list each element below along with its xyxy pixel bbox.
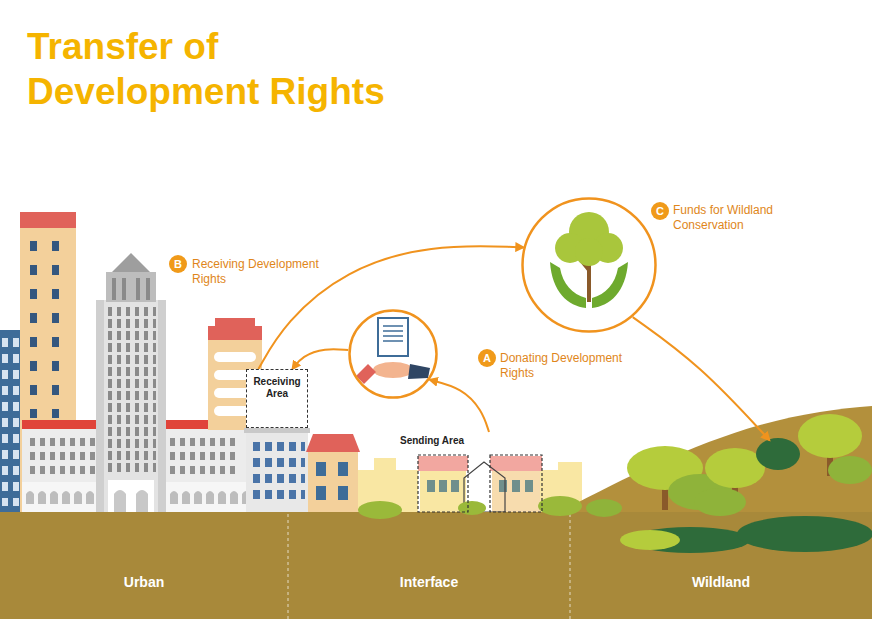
urban-buildings [0,336,20,506]
interface-houses [492,470,540,512]
interface-houses [427,480,435,492]
urban-buildings [112,278,116,300]
wildland-trees [737,516,872,552]
handshake-icon [383,330,403,332]
urban-buildings [114,490,148,512]
urban-buildings [104,300,158,512]
urban-buildings [338,462,348,476]
handshake-circle: ADonating Development Rights [348,309,438,399]
interface-houses [490,456,542,471]
zone-label: Urban [0,573,288,591]
urban-buildings [316,462,326,476]
bushes [458,501,486,515]
tree-hands-icon [550,262,586,308]
urban-buildings [306,434,360,452]
receiving-area-box: Receiving Area [246,369,308,428]
urban-buildings [96,300,166,512]
interface-houses [499,480,507,492]
urban-buildings [308,452,358,512]
zone-band: Urban [0,512,288,619]
urban-buildings [136,278,140,300]
handshake-icon [408,364,430,379]
callout-letter: A [478,349,496,367]
flow-arrow [430,380,489,432]
urban-buildings [26,238,70,418]
ground-band [0,512,872,619]
urban-buildings [122,278,126,300]
interface-houses [525,480,533,492]
urban-buildings [208,326,262,340]
tree-hands-icon [592,262,628,308]
callout-letter: C [651,202,669,220]
flow-arrow [293,349,349,369]
tree-hands-icon [522,198,656,332]
dashed-parcel [490,455,542,512]
callout-text: Receiving Development Rights [192,257,342,287]
wildland-trees [756,438,800,470]
urban-buildings [112,253,150,272]
ground-band [0,512,872,619]
bushes [358,501,402,519]
sending-area-box: Sending Area [396,432,546,512]
callout-text: Funds for Wildland Conservation [673,203,803,233]
area-label: Sending Area [400,435,464,447]
wildland-trees [620,530,680,550]
circle-outline [348,309,438,399]
urban-buildings [316,486,326,500]
zone-label: Wildland [570,573,872,591]
zone-label: Interface [288,573,570,591]
dashed-parcel [418,455,468,512]
handshake-icon [349,310,437,398]
urban-buildings [338,486,348,500]
diagram-title: Transfer of Development Rights [27,24,427,114]
urban-buildings [106,272,156,302]
flow-arrow [633,317,770,440]
interface-houses [418,456,468,471]
ground-band [288,514,289,619]
urban-buildings [251,440,305,504]
urban-buildings [244,428,310,433]
tree-hands-icon [522,198,656,332]
circle-border [523,199,656,332]
handshake-icon [383,335,403,337]
zone-band: Wildland [570,440,872,619]
circle-border [350,311,437,398]
urban-buildings [20,212,76,228]
wildland-trees [798,414,862,458]
urban-buildings [146,278,150,300]
callout-letter: B [169,255,187,273]
urban-buildings [214,352,256,362]
interface-houses [451,480,459,492]
urban-buildings [215,318,255,328]
handshake-icon [349,310,437,398]
bushes [586,499,622,517]
urban-buildings [246,428,308,512]
urban-buildings [108,480,154,512]
wildland-trees [828,456,872,484]
urban-buildings [28,436,98,478]
handshake-icon [378,318,408,356]
urban-buildings [0,212,360,512]
wildland-trees [694,488,746,516]
urban-buildings [0,330,22,512]
handshake-icon [383,325,403,327]
urban-buildings [170,436,240,478]
conservation-circle: CFunds for Wildland Conservation [521,197,657,333]
handshake-icon [383,340,403,342]
bushes [538,496,582,516]
circle-outline [521,197,657,333]
ground-band [570,514,571,619]
zone-band: Interface [288,512,570,619]
wildland-trees [620,414,872,553]
interface-houses [512,480,520,492]
urban-buildings [106,306,156,474]
area-label: Receiving Area [250,376,304,400]
callout-text: Donating Development Rights [500,351,650,381]
tree-hands-icon [575,238,603,266]
interface-houses [439,480,447,492]
handshake-icon [373,362,413,378]
